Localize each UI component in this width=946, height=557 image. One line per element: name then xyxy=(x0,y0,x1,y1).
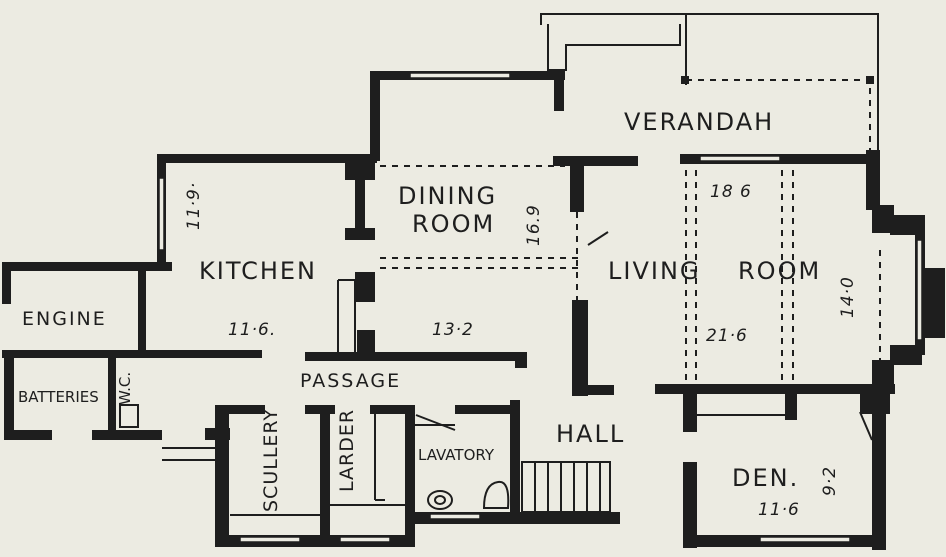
batteries-label: BATTERIES xyxy=(18,388,99,406)
verandah-label: VERANDAH xyxy=(624,108,775,136)
lavatory-fixtures xyxy=(427,480,510,510)
verandah-outline xyxy=(540,13,879,150)
den-width-dimension: 11·6 xyxy=(758,500,800,520)
dining-room-width-dimension: 13·2 xyxy=(432,320,474,340)
windows xyxy=(158,72,923,543)
dashed-lines xyxy=(380,165,881,384)
living-room-label-line1: LIVING xyxy=(608,257,701,285)
den-side-dimension: 9·2 xyxy=(820,465,840,496)
kitchen-width-dimension: 11·6. xyxy=(228,320,277,340)
living-room-side-dimension: 14·0 xyxy=(838,276,858,318)
scullery-label: SCULLERY xyxy=(260,407,282,512)
living-room-label-line2: ROOM xyxy=(738,257,822,285)
dining-room-depth-dimension: 16.9 xyxy=(524,204,544,246)
living-room-bottom-dimension: 21·6 xyxy=(706,326,748,346)
dining-room-label-line2: ROOM xyxy=(412,210,496,238)
engine-label: ENGINE xyxy=(22,308,107,330)
living-room-top-dimension: 18 6 xyxy=(710,182,752,202)
kitchen-depth-dimension: 11·9· xyxy=(184,181,204,230)
thin-lines xyxy=(119,231,873,516)
dining-room-label-line1: DINING xyxy=(398,182,498,210)
lavatory-label: LAVATORY xyxy=(418,446,494,464)
passage-label: PASSAGE xyxy=(300,370,402,392)
hall-label: HALL xyxy=(556,420,626,448)
kitchen-label: KITCHEN xyxy=(199,257,317,285)
walls xyxy=(2,71,945,550)
den-label: DEN. xyxy=(732,464,800,492)
larder-label: LARDER xyxy=(336,408,358,492)
hall-stair xyxy=(521,461,611,513)
wc-label: W.C. xyxy=(116,371,134,405)
